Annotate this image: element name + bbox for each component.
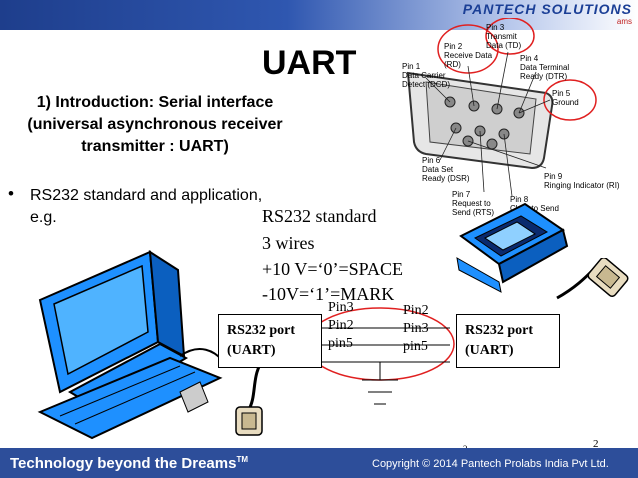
rs232-port-right: RS232 port (UART) — [456, 314, 560, 368]
footer-tagline: Technology beyond the DreamsTM — [10, 455, 248, 472]
left-pin-3: pin5 — [328, 336, 353, 351]
cable-left-icon — [235, 356, 267, 436]
pin-3-label: Pin 3 Transmit Data (TD) — [486, 23, 522, 50]
footer-copyright: Copyright © 2014 Pantech Prolabs India P… — [372, 458, 609, 470]
standard-line-1: RS232 standard — [262, 206, 377, 226]
brand-logo: PANTECH SOLUTIONS ams — [463, 1, 632, 26]
rs232-port-left: RS232 port (UART) — [218, 314, 322, 368]
footer-tagline-text: Technology beyond the Dreams — [10, 455, 237, 472]
standard-line-4: -10V=‘1’=MARK — [262, 284, 395, 304]
standard-line-3: +10 V=‘0’=SPACE — [262, 259, 403, 279]
right-pin-3: pin5 — [403, 339, 428, 354]
computer-small-icon — [456, 202, 569, 293]
brand-sub: ams — [616, 17, 632, 26]
trademark-mark: TM — [236, 455, 248, 464]
page-number: 2 — [593, 438, 599, 450]
bullet-dot: • — [8, 184, 14, 203]
left-pin-2: Pin2 — [328, 318, 354, 333]
header-bar — [0, 0, 638, 30]
left-pin-1: Pin3 — [328, 300, 354, 315]
cable-right-icon — [556, 258, 629, 300]
right-pin-2: Pin3 — [403, 321, 429, 336]
pin-6-label: Pin 6 Data Set Ready (DSR) — [422, 156, 470, 183]
bullet-text: RS232 standard and application, e.g. — [30, 187, 263, 226]
computer-icon — [37, 250, 223, 440]
pin-2-label: Pin 2 Receive Data (RD) — [444, 42, 493, 69]
pin-1-label: Pin 1 Data Carrier Detect (DCD) — [402, 62, 451, 89]
intro-text: 1) Introduction: Serial interface (unive… — [27, 94, 283, 155]
slide-title: UART — [262, 44, 357, 82]
footer-bar — [0, 448, 638, 478]
right-pin-1: Pin2 — [403, 303, 429, 318]
pin-5-label: Pin 5 Ground — [552, 89, 579, 107]
standard-line-2: 3 wires — [262, 233, 315, 253]
pin-4-label: Pin 4 Data Terminal Ready (DTR) — [520, 54, 570, 81]
pin-7-label: Pin 7 Request to Send (RTS) — [452, 190, 495, 217]
brand-name: PANTECH SOLUTIONS — [462, 1, 632, 17]
wiring-lines — [305, 307, 455, 405]
db9-connector-diagram — [406, 18, 597, 197]
pin-9-label: Pin 9 Ringing Indicator (RI) — [544, 172, 620, 190]
